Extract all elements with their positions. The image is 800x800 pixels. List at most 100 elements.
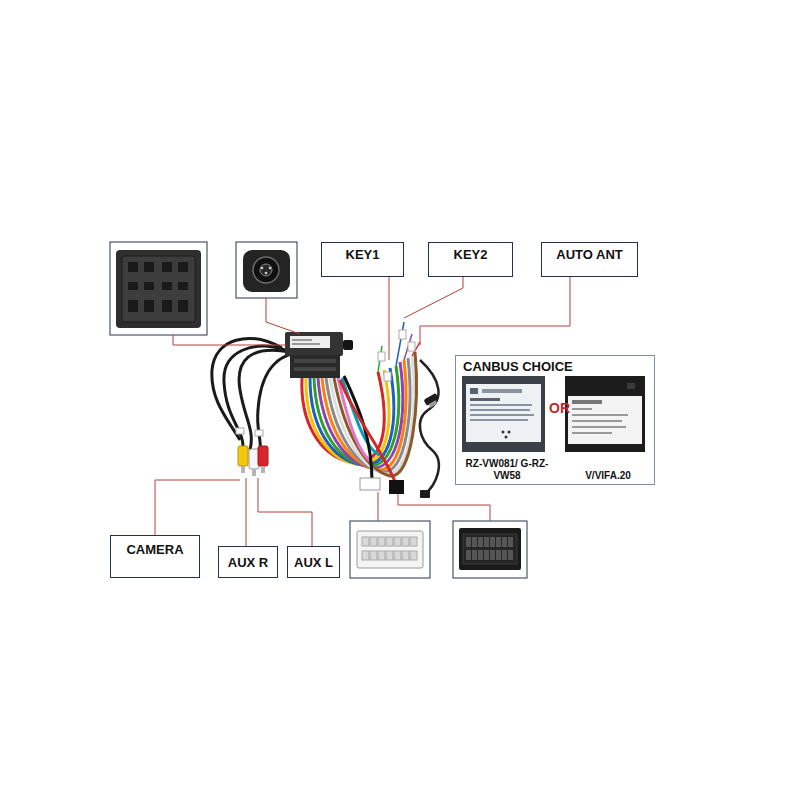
rca-plug xyxy=(236,428,244,434)
canbus-module xyxy=(482,389,522,393)
white-connector xyxy=(362,537,369,546)
image-frame xyxy=(350,521,430,578)
round-connector xyxy=(243,250,290,292)
leader-line xyxy=(246,478,247,546)
canbus-module xyxy=(572,432,612,434)
quadlock-connector xyxy=(144,300,154,312)
canbus-module xyxy=(505,436,508,439)
black-connector xyxy=(463,534,517,564)
label-box: CAMERA xyxy=(110,535,200,578)
white-connector xyxy=(378,537,385,546)
leader-line xyxy=(378,492,379,521)
black-cable xyxy=(239,350,290,450)
canbus-module xyxy=(470,404,532,406)
harness-connector xyxy=(389,480,404,494)
white-connector xyxy=(402,551,409,560)
white-connector xyxy=(370,551,377,560)
round-connector xyxy=(260,264,272,276)
harness-wire xyxy=(344,376,372,482)
rca-plug xyxy=(241,466,245,473)
leader-line xyxy=(266,298,300,334)
white-connector xyxy=(402,537,409,546)
rca-plug xyxy=(255,430,263,436)
canbus-module xyxy=(462,376,545,452)
quadlock-connector xyxy=(116,250,201,328)
label-box: KEY2 xyxy=(428,242,513,277)
rca-plug xyxy=(261,466,265,473)
white-connector xyxy=(357,531,423,568)
canbus-module xyxy=(470,419,528,421)
wire-tag xyxy=(378,352,385,361)
image-frame xyxy=(236,242,297,298)
module-caption: RZ-VW081/ G-RZ-VW58 xyxy=(459,376,555,482)
black-connector xyxy=(478,550,483,560)
quadlock-connector xyxy=(162,300,172,312)
black-connector xyxy=(508,550,513,560)
label-box: AUX R xyxy=(218,546,278,578)
white-connector xyxy=(386,537,393,546)
wire-tag xyxy=(378,330,415,381)
canbus-module xyxy=(572,414,628,416)
rca-plug xyxy=(236,428,268,476)
label-box: AUTO ANT xyxy=(541,242,638,277)
canbus-module xyxy=(470,409,530,411)
node-label: CAMERA xyxy=(126,542,183,557)
leader-line xyxy=(389,277,390,360)
white-connector xyxy=(386,551,393,560)
white-connector xyxy=(378,551,385,560)
label-box: AUX L xyxy=(287,546,340,578)
canbus-module xyxy=(572,408,592,410)
leader-line xyxy=(155,277,570,546)
harness-plug xyxy=(290,336,330,348)
node-label: AUX R xyxy=(228,555,268,570)
node-label: V/VIFA.20 xyxy=(585,470,631,482)
harness-plug xyxy=(343,340,353,350)
harness-plug xyxy=(292,339,312,341)
antenna-cable xyxy=(420,360,439,494)
quadlock-connector xyxy=(144,262,154,272)
leader-line xyxy=(155,480,240,535)
rca-plug xyxy=(258,446,268,466)
quadlock-connector xyxy=(144,282,154,290)
leader-line xyxy=(258,478,312,546)
harness-wire xyxy=(334,352,416,476)
white-connector xyxy=(394,551,401,560)
round-connector xyxy=(243,250,290,292)
harness-plug xyxy=(294,367,336,371)
quadlock-connector xyxy=(178,262,188,272)
canbus-module xyxy=(572,426,626,428)
white-connector xyxy=(394,537,401,546)
canbus-module xyxy=(627,383,635,389)
canbus-module xyxy=(572,400,602,404)
image-frame xyxy=(110,242,207,335)
wire-tag xyxy=(408,342,415,351)
round-connector xyxy=(269,267,272,270)
harness-connector xyxy=(360,478,380,490)
image-frame xyxy=(453,521,527,578)
black-connector xyxy=(466,537,471,547)
black-connector xyxy=(508,537,513,547)
quadlock-connector xyxy=(162,282,172,290)
black-connector xyxy=(472,537,477,547)
black-connector xyxy=(496,537,501,547)
leader-line xyxy=(398,494,490,521)
canbus-module xyxy=(565,376,645,452)
quadlock-connector xyxy=(128,262,138,272)
black-cable xyxy=(212,339,282,440)
group-box: CANBUS CHOICERZ-VW081/ G-RZ-VW58V/VIFA.2… xyxy=(455,355,655,485)
round-connector xyxy=(253,257,279,283)
black-connector xyxy=(502,537,507,547)
black-connector xyxy=(484,550,489,560)
canbus-module xyxy=(466,384,541,442)
quadlock-connector xyxy=(128,282,138,290)
black-connector xyxy=(466,550,471,560)
node-label: AUTO ANT xyxy=(556,247,622,262)
leader-line xyxy=(173,335,286,345)
canbus-module xyxy=(470,398,500,401)
quadlock-connector xyxy=(162,262,172,272)
canbus-module xyxy=(470,388,478,394)
harness-plug xyxy=(294,359,336,363)
node-label: AUX L xyxy=(294,555,333,570)
black-cable xyxy=(224,346,285,450)
